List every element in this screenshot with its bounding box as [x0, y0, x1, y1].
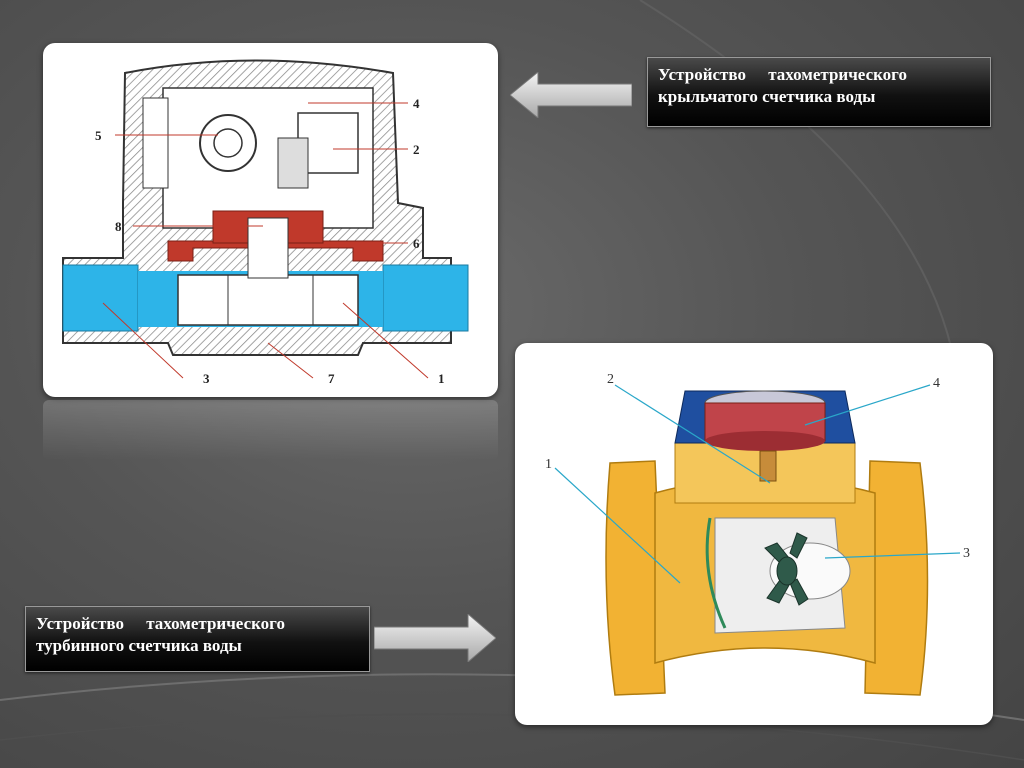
turbine-label-1: 1	[545, 457, 552, 472]
turbine-meter-diagram-panel: 2 4 1 3	[515, 343, 993, 725]
outlet-flange	[864, 460, 929, 696]
turbine-meter-diagram: 2 4 1 3	[545, 372, 970, 696]
vane-meter-caption: Устройство тахометрического крыльчатого …	[647, 57, 991, 127]
vane-label-7: 7	[328, 371, 335, 386]
turbine-caption-line2: турбинного счетчика воды	[36, 636, 242, 655]
vane-caption-line2: крыльчатого счетчика воды	[658, 87, 876, 106]
vane-label-1: 1	[438, 371, 445, 386]
turbine-meter-caption: Устройство тахометрического турбинного с…	[25, 606, 370, 672]
turbine-label-4: 4	[933, 376, 940, 391]
vane-label-3: 3	[203, 371, 210, 386]
vane-meter-diagram: 5 4 2 8 6 3 7 1	[62, 59, 469, 386]
pipe-inlet	[62, 264, 139, 332]
inlet-flange	[605, 460, 666, 696]
turbine-label-3: 3	[963, 546, 970, 561]
turbine-rotor	[764, 532, 809, 606]
turbine-label-2: 2	[607, 372, 614, 387]
arrow-right-icon	[374, 614, 496, 662]
vane-label-8: 8	[115, 219, 122, 234]
vane-meter-diagram-panel: 5 4 2 8 6 3 7 1	[43, 43, 498, 397]
turbine-caption-line1: Устройство тахометрического	[36, 614, 285, 633]
arrow-left-icon	[510, 72, 632, 118]
vane-label-6: 6	[413, 236, 420, 251]
vane-caption-line1: Устройство тахометрического	[658, 65, 907, 84]
vane-label-4: 4	[413, 96, 420, 111]
measuring-chamber	[177, 274, 359, 326]
pipe-outlet	[382, 264, 469, 332]
panel-reflection	[43, 400, 498, 460]
vane-label-5: 5	[95, 128, 102, 143]
vane-label-2: 2	[413, 142, 420, 157]
red-insert	[167, 240, 384, 262]
